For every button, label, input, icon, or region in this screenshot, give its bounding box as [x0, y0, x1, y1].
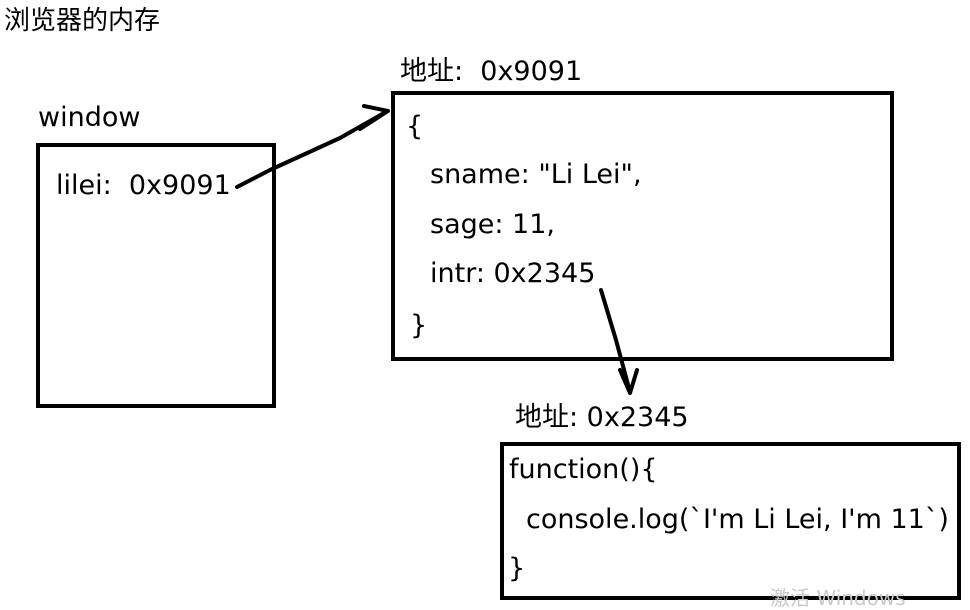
object-box [391, 91, 894, 361]
object-box-label: 地址: 0x9091 [400, 56, 583, 87]
object-line-close-brace: } [410, 310, 428, 341]
object-line-sname: sname: "Li Lei", [430, 159, 642, 190]
function-box-label: 地址: 0x2345 [515, 402, 689, 433]
function-line-body: console.log(`I'm Li Lei, I'm 11`) [526, 504, 949, 535]
arrow-intr-to-function-shaft [599, 288, 632, 394]
arrow-intr-to-function [599, 288, 639, 395]
window-box [36, 143, 276, 408]
diagram-title: 浏览器的内存 [4, 6, 161, 36]
function-line-signature: function(){ [509, 454, 658, 485]
windows-activation-watermark: 激活 Windows [770, 586, 906, 610]
arrow-lilei-to-object [235, 104, 390, 189]
window-box-label: window [38, 102, 141, 133]
function-box [500, 442, 961, 600]
arrow-intr-to-function-head [618, 368, 639, 395]
object-line-open-brace: { [406, 111, 424, 142]
object-line-sage: sage: 11, [430, 209, 555, 240]
arrow-lilei-to-object-shaft [235, 111, 386, 189]
arrow-lilei-to-object-head [358, 104, 390, 131]
function-line-close-brace: } [508, 553, 526, 584]
object-line-intr: intr: 0x2345 [430, 258, 596, 289]
window-lilei-line: lilei: 0x9091 [56, 170, 231, 201]
